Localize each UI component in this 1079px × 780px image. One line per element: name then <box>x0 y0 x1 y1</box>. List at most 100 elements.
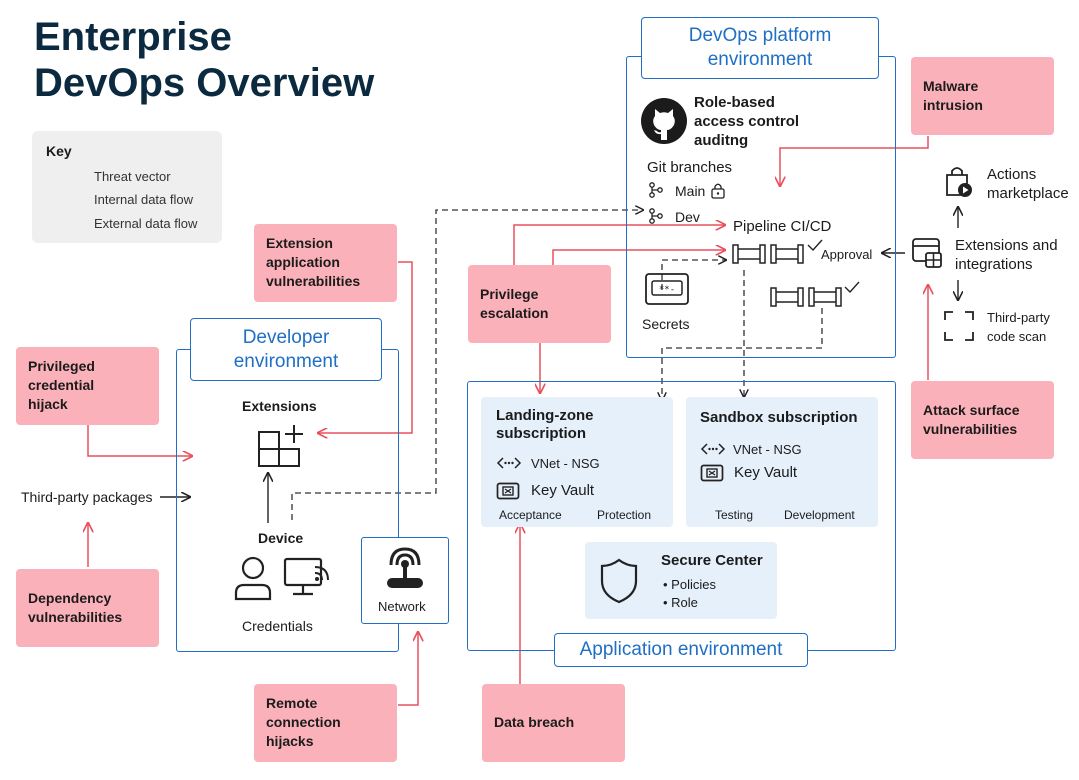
pipeline-icon <box>732 244 766 264</box>
landing-title-line1: Landing-zone <box>496 407 594 424</box>
code-scan-line1: Third-party <box>987 310 1050 325</box>
ext-int-line1: Extensions and <box>955 237 1058 254</box>
threat-dependency-vulnerabilities: Dependency vulnerabilities <box>16 569 159 647</box>
key-vault-icon <box>496 482 520 500</box>
priv-esc-line1: Privilege <box>480 286 539 302</box>
devops-label-line2: environment <box>707 49 813 70</box>
hijack-line2: credential <box>28 377 95 393</box>
title-line-1: Enterprise <box>34 15 232 59</box>
vnet-icon <box>496 457 522 469</box>
computer-icon <box>283 557 329 596</box>
threat-remote-connection-hijacks: Remote connection hijacks <box>254 684 397 762</box>
pipeline-icon <box>770 287 804 307</box>
dev-env-label-line1: Developer <box>242 327 330 348</box>
actions-marketplace-label: Actions marketplace <box>987 165 1069 203</box>
svg-text:**-: **- <box>659 285 675 295</box>
devops-label-line1: DevOps platform <box>688 25 832 46</box>
threat-arrow-privilege-b <box>552 250 725 265</box>
breach-line1: Data breach <box>494 714 575 730</box>
threat-arrow-privilege-a <box>513 225 725 278</box>
internal-flow-secrets <box>661 260 726 290</box>
git-branches-label: Git branches <box>647 159 733 176</box>
threat-attack-surface-vulnerabilities: Attack surface vulnerabilities <box>911 381 1054 459</box>
secure-center: Secure Center • Policies • Role <box>585 542 777 619</box>
rbac-line3: auditng <box>694 132 749 149</box>
malware-line1: Malware <box>923 78 979 94</box>
device-label: Device <box>258 530 304 546</box>
attack-line2: vulnerabilities <box>923 421 1018 437</box>
devops-platform-label: DevOps platform environment <box>641 17 879 79</box>
secrets-icon: **- <box>645 273 689 305</box>
landing-vnet: VNet - NSG <box>531 456 600 471</box>
sandbox-subscription: Sandbox subscription VNet - NSG Key Vaul… <box>686 397 878 527</box>
legend-title: Key <box>46 143 72 159</box>
ext-vuln-line3: vulnerabilities <box>266 273 361 289</box>
threat-malware-intrusion: Malware intrusion <box>911 57 1054 135</box>
pipeline-icon <box>808 287 842 307</box>
person-icon <box>234 556 272 601</box>
extensions-integrations-icon <box>912 238 942 268</box>
malware-line2: intrusion <box>923 97 983 113</box>
pipeline-label: Pipeline CI/CD <box>733 218 832 235</box>
threat-privilege-escalation: Privilege escalation <box>468 265 611 343</box>
lock-icon <box>711 183 725 199</box>
check-icon <box>807 239 823 252</box>
ext-int-line2: integrations <box>955 256 1033 273</box>
threat-arrow-malware <box>780 136 929 186</box>
pipeline-icon <box>770 244 804 264</box>
rbac-text: Role-based access control auditng <box>694 93 799 150</box>
title-line-2: DevOps Overview <box>34 61 375 105</box>
sandbox-stage-testing: Testing <box>715 508 754 522</box>
sandbox-key-vault: Key Vault <box>734 464 798 481</box>
actions-line2: marketplace <box>987 185 1069 202</box>
hijack-line3: hijack <box>28 396 68 412</box>
ext-vuln-line1: Extension <box>266 235 333 251</box>
actions-line1: Actions <box>987 166 1037 183</box>
check-icon <box>844 281 860 294</box>
approval-label: Approval <box>821 247 873 262</box>
branch-main: Main <box>675 183 706 199</box>
branch-icon <box>649 182 663 198</box>
internal-flow-device-dev <box>291 210 643 520</box>
code-scan-label: Third-party code scan <box>987 308 1050 346</box>
ext-vuln-line2: application <box>266 254 340 270</box>
legend-internal: Internal data flow <box>94 192 194 207</box>
sandbox-title: Sandbox subscription <box>700 409 858 426</box>
threat-privileged-credential-hijack: Privileged credential hijack <box>16 347 159 425</box>
code-scan-line2: code scan <box>987 329 1047 344</box>
threat-extension-vulnerabilities: Extension application vulnerabilities <box>254 224 397 302</box>
threat-arrow-remote <box>398 632 418 706</box>
internal-flow-landing <box>662 308 823 400</box>
network-icon <box>387 547 423 588</box>
shopping-bag-icon <box>946 167 972 197</box>
hijack-line1: Privileged <box>28 358 95 374</box>
threat-arrow-extension <box>318 261 413 433</box>
rbac-line1: Role-based <box>694 94 775 111</box>
remote-line2: connection <box>266 714 341 730</box>
threat-data-breach: Data breach <box>482 684 625 762</box>
legend-external: External data flow <box>94 216 198 231</box>
legend-threat: Threat vector <box>94 169 171 184</box>
dep-line1: Dependency <box>28 590 112 606</box>
vnet-icon <box>700 443 726 455</box>
landing-stage-protection: Protection <box>597 508 652 522</box>
extensions-icon <box>258 425 303 467</box>
branch-icon <box>649 208 663 224</box>
secure-center-item-role: • Role <box>663 595 698 610</box>
threat-arrow-hijack <box>87 425 192 456</box>
legend: Key Threat vector Internal data flow Ext… <box>32 131 222 243</box>
landing-stage-acceptance: Acceptance <box>499 508 562 522</box>
priv-esc-line2: escalation <box>480 305 549 321</box>
role-text: Role <box>671 595 698 610</box>
policies-text: Policies <box>671 577 716 592</box>
scan-icon <box>944 311 974 341</box>
application-env-label: Application environment <box>554 633 808 667</box>
attack-line1: Attack surface <box>923 402 1020 418</box>
landing-title-line2: subscription <box>496 425 587 442</box>
branch-dev: Dev <box>675 209 700 225</box>
rbac-line2: access control <box>694 113 800 130</box>
credentials-label: Credentials <box>242 618 313 634</box>
dep-line2: vulnerabilities <box>28 609 123 625</box>
developer-env-label: Developer environment <box>190 318 382 381</box>
